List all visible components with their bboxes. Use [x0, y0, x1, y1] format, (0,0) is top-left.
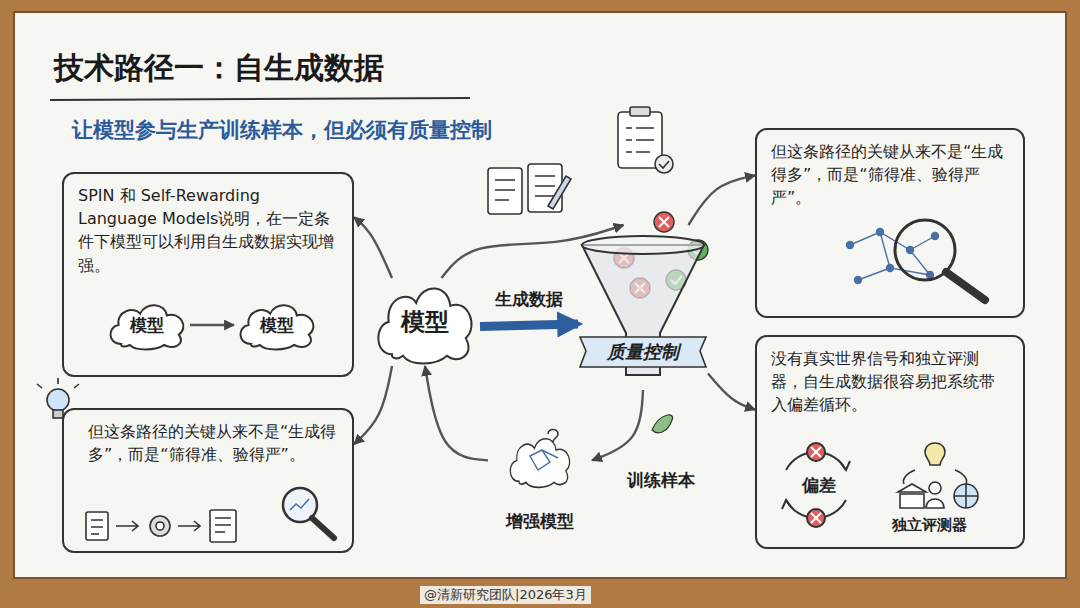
- bias-label: 偏差: [798, 474, 840, 497]
- connector-arrow: [354, 217, 392, 278]
- text-panel: 但这条路径的关键从来不是“生成得多”，而是“筛得准、验得严严”。: [755, 128, 1025, 318]
- connector-arrow: [190, 324, 234, 326]
- connector-arrow: [689, 175, 756, 225]
- board: [14, 12, 1066, 578]
- documents-icon: [488, 164, 571, 214]
- text-panel: 没有真实世界信号和独立评测器，自生成数据很容易把系统带入偏差循环。: [755, 335, 1025, 549]
- bulb-icon: [37, 378, 79, 418]
- panel-text: SPIN 和 Self-Rewarding Language Models说明，…: [78, 184, 338, 277]
- clipboard-icon: [618, 107, 673, 173]
- quality-funnel: 质量控制: [578, 225, 708, 390]
- flow-arrow: [480, 324, 578, 326]
- node-label: 质量控制: [578, 338, 708, 366]
- connector-arrow: [425, 366, 488, 460]
- model-cloud: 模型: [234, 299, 320, 351]
- network-magnifier: [847, 220, 986, 300]
- connector-arrow: [592, 390, 643, 460]
- panel-text: 但这条路径的关键从来不是“生成得多”，而是“筛得准、验得严严”。: [771, 140, 1009, 210]
- panel-text: 没有真实世界信号和独立评测器，自生成数据很容易把系统带入偏差循环。: [771, 347, 1009, 417]
- edge-label: 训练样本: [624, 469, 698, 492]
- model-cloud: 模型: [370, 278, 480, 366]
- model-cloud: 增强模型: [488, 428, 592, 536]
- footer-credit: @清新研究团队|2026年3月: [420, 586, 591, 604]
- title-underline: [50, 98, 470, 100]
- node-label: 模型: [401, 305, 449, 340]
- node-label: 增强模型: [488, 509, 592, 534]
- process-icons: [86, 488, 334, 542]
- edge-label: 生成数据: [492, 288, 566, 311]
- node-label: 模型: [260, 313, 294, 338]
- text-panel: 但这条路径的关键从来不是“生成得多”，而是“筛得准、验得严”。: [62, 408, 354, 553]
- title: 技术路径一：自生成数据: [54, 48, 384, 89]
- evaluator-icons: [898, 443, 978, 508]
- bias-cycle: [782, 443, 850, 527]
- subtitle: 让模型参与生产训练样本，但必须有质量控制: [68, 116, 496, 144]
- connector-arrow: [708, 374, 755, 410]
- evaluator-label: 独立评测器: [888, 516, 971, 535]
- node-label: 模型: [130, 313, 164, 338]
- leaf: [652, 415, 673, 433]
- panel-text: 但这条路径的关键从来不是“生成得多”，而是“筛得准、验得严”。: [88, 420, 338, 466]
- connector-arrow: [354, 366, 392, 444]
- text-panel: SPIN 和 Self-Rewarding Language Models说明，…: [62, 172, 354, 377]
- model-cloud: 模型: [104, 299, 190, 351]
- funnel-outline: [578, 225, 708, 390]
